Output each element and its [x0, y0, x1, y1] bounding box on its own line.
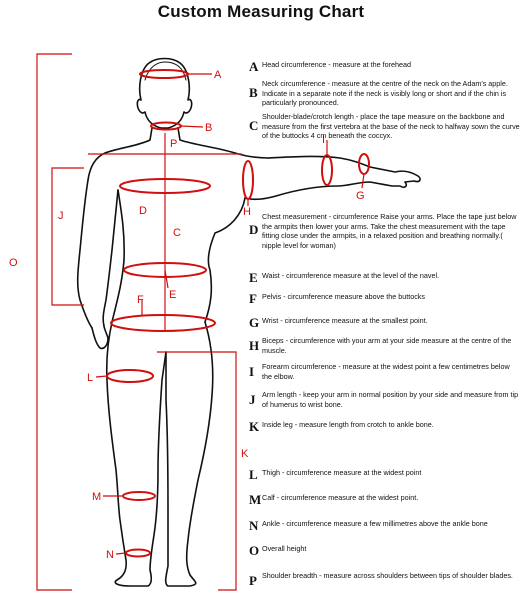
legend-text: Ankle - circumference measure a few mill…: [262, 519, 488, 528]
legend-letter: D: [249, 222, 259, 237]
leader-g: [361, 173, 365, 189]
chart-title: Custom Measuring Chart: [157, 2, 365, 21]
calf-ring: [122, 491, 156, 501]
leader-b: [180, 125, 204, 128]
legend-text: Shoulder breadth - measure across should…: [262, 571, 513, 580]
figure-letter-labels: A B P I G J D H C O E F L K M N: [9, 69, 365, 561]
legend-text: Arm length - keep your arm in normal pos…: [262, 390, 519, 409]
label-d: D: [139, 205, 147, 217]
legend-letter: I: [249, 364, 255, 379]
legend-text: Wrist - circumference measure at the sma…: [262, 316, 428, 325]
pelvis-ring: [110, 314, 216, 332]
label-l: L: [87, 372, 93, 384]
legend-text: Overall height: [262, 544, 307, 553]
legend-text: Pelvis - circumference measure above the…: [262, 292, 425, 301]
legend-text: Forearm circumference - measure at the w…: [262, 362, 510, 381]
legend-letter: G: [249, 315, 260, 330]
legend-text: Biceps - circumference with your arm at …: [262, 336, 512, 355]
measurement-marks: [106, 69, 370, 558]
legend-text: Neck circumference - measure at the cent…: [262, 79, 508, 108]
legend-letter: J: [249, 392, 256, 407]
legend-letter: L: [249, 467, 258, 482]
left-arm-outer-outline: [76, 179, 93, 329]
legend-letter: A: [249, 59, 259, 74]
legend-letter: F: [249, 291, 257, 306]
right-arm-upper-outline: [244, 155, 421, 201]
measurement-lines: [36, 53, 365, 591]
forearm-ring: [321, 154, 333, 186]
right-leg-outer-outline: [164, 321, 214, 587]
legend-letter: N: [249, 518, 259, 533]
legend-letter: H: [249, 338, 260, 353]
left-shoulder-outline: [87, 127, 153, 181]
legend-letter: B: [249, 85, 258, 100]
overall-height-bracket: [36, 53, 72, 591]
legend-text: Head circumference - measure at the fore…: [262, 60, 412, 69]
leader-n: [115, 552, 127, 555]
legend-text: Thigh - circumference measure at the wid…: [262, 468, 422, 477]
left-arm-inner-outline: [102, 189, 119, 327]
label-k: K: [241, 448, 249, 460]
legend-text: Inside leg - measure length from crotch …: [262, 420, 434, 429]
legend-text: Waist - circumference measure at the lev…: [262, 271, 440, 280]
label-c: C: [173, 227, 181, 239]
legend-text: Chest measurement - circumference Raise …: [262, 212, 517, 250]
legend-letter: M: [249, 492, 262, 507]
label-f: F: [137, 294, 144, 306]
body-outline: [76, 57, 421, 587]
label-p: P: [170, 138, 177, 150]
label-n: N: [106, 549, 114, 561]
legend-letter: C: [249, 118, 259, 133]
torso-right-outline: [204, 197, 246, 323]
left-leg-outer-outline: [105, 321, 167, 587]
legend-letter: O: [249, 543, 260, 558]
right-shoulder-outline: [177, 127, 269, 159]
label-j: J: [58, 210, 64, 222]
legend-text: Shoulder-blade/crotch length - place the…: [262, 112, 520, 141]
ankle-ring: [125, 548, 151, 558]
legend-letter: P: [249, 573, 257, 588]
legend-text: Calf - circumference measure at the wide…: [262, 493, 419, 502]
left-hand-outline: [91, 325, 109, 350]
arm-length-bracket: [51, 167, 84, 306]
legend-letter: K: [249, 419, 260, 434]
label-a: A: [214, 69, 222, 81]
legend-letter: E: [249, 270, 258, 285]
label-g: G: [356, 190, 365, 202]
label-o: O: [9, 257, 18, 269]
inside-leg-bracket: [157, 351, 237, 591]
biceps-ring: [242, 160, 254, 200]
label-m: M: [92, 491, 101, 503]
label-e: E: [169, 289, 176, 301]
leader-e: [164, 269, 169, 289]
label-i: I: [322, 134, 325, 146]
thigh-ring: [106, 369, 154, 383]
label-h: H: [243, 206, 251, 218]
leader-l: [95, 375, 108, 378]
torso-left-outline: [111, 189, 125, 323]
head-outline: [136, 57, 193, 129]
label-b: B: [205, 122, 212, 134]
